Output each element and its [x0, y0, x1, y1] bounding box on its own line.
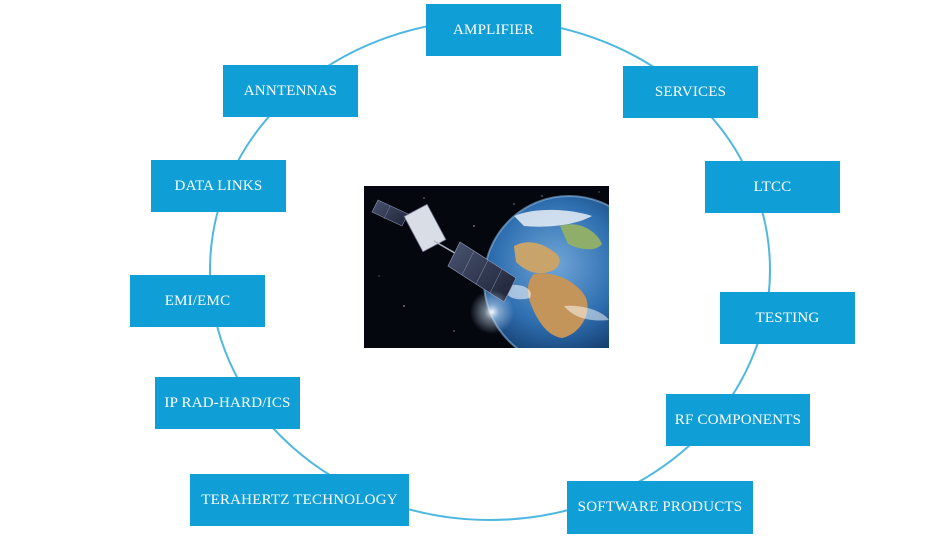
earth-globe	[483, 195, 609, 348]
node-testing-label: TESTING	[755, 309, 820, 326]
satellite	[371, 199, 517, 303]
node-ltcc-label: LTCC	[753, 178, 792, 195]
node-data-links-label: DATA LINKS	[174, 177, 263, 194]
node-rf-components[interactable]: RF COMPONENTS	[666, 394, 810, 446]
satellite-earth-image	[364, 186, 609, 348]
node-terahertz-technology-label: TERAHERTZ TECHNOLOGY	[201, 491, 398, 508]
node-testing[interactable]: TESTING	[720, 292, 855, 344]
node-data-links[interactable]: DATA LINKS	[151, 160, 286, 212]
node-anntennas-label: ANNTENNAS	[243, 82, 338, 99]
node-amplifier-label: AMPLIFIER	[453, 21, 534, 38]
node-ip-rad-hard-ics-label: IP RAD-HARD/ICS	[164, 394, 291, 411]
node-amplifier[interactable]: AMPLIFIER	[426, 4, 561, 56]
node-services[interactable]: SERVICES	[623, 66, 758, 118]
node-emi-emc[interactable]: EMI/EMC	[130, 275, 265, 327]
sun-glare	[470, 290, 514, 334]
node-emi-emc-label: EMI/EMC	[164, 292, 231, 309]
node-ltcc[interactable]: LTCC	[705, 161, 840, 213]
node-anntennas[interactable]: ANNTENNAS	[223, 65, 358, 117]
node-rf-components-label: RF COMPONENTS	[674, 411, 802, 428]
node-ip-rad-hard-ics[interactable]: IP RAD-HARD/ICS	[155, 377, 300, 429]
node-software-products[interactable]: SOFTWARE PRODUCTS	[567, 481, 753, 534]
node-services-label: SERVICES	[654, 83, 727, 100]
node-terahertz-technology[interactable]: TERAHERTZ TECHNOLOGY	[190, 474, 409, 526]
node-software-products-label: SOFTWARE PRODUCTS	[577, 499, 743, 515]
